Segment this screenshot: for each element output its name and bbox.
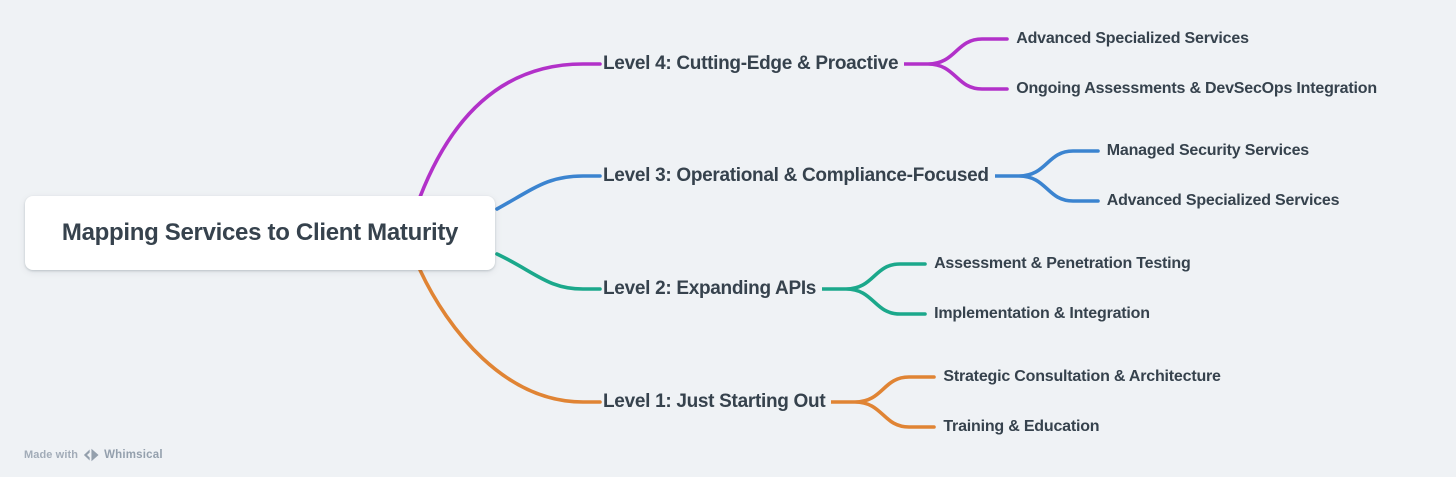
branch-level-2: Level 2: Expanding APIs Assessment & Pen…	[597, 252, 1191, 326]
child-node[interactable]: Implementation & Integration	[934, 305, 1150, 322]
connector-curve-level-2	[495, 252, 602, 291]
branch-children-level-4: Advanced Specialized Services Ongoing As…	[1016, 27, 1377, 101]
watermark[interactable]: Made with Whimsical	[24, 448, 163, 462]
fork-path	[904, 37, 1010, 91]
child-node[interactable]: Advanced Specialized Services	[1106, 192, 1340, 209]
fork-connector-level-1	[831, 375, 937, 429]
branch-children-level-1: Strategic Consultation & Architecture Tr…	[943, 365, 1221, 439]
watermark-made-with-label: Made with	[24, 449, 79, 461]
branch-level-1: Level 1: Just Starting Out Strategic Con…	[597, 365, 1221, 439]
branch-level-4: Level 4: Cutting-Edge & Proactive Advanc…	[597, 27, 1377, 101]
child-node[interactable]: Managed Security Services	[1106, 142, 1309, 159]
connector-curve-level-4	[418, 62, 602, 199]
child-node[interactable]: Advanced Specialized Services	[1016, 30, 1249, 47]
child-node[interactable]: Strategic Consultation & Architecture	[943, 368, 1221, 385]
child-node[interactable]: Assessment & Penetration Testing	[934, 255, 1191, 272]
whimsical-logo-icon	[83, 448, 99, 462]
watermark-brand-label: Whimsical	[104, 449, 163, 461]
fork-connector-level-2	[822, 262, 927, 316]
connector-curve-level-1	[418, 268, 602, 404]
fork-path	[831, 375, 937, 429]
child-node[interactable]: Ongoing Assessments & DevSecOps Integrat…	[1016, 80, 1377, 97]
connector-curve-level-3	[495, 174, 602, 211]
child-node[interactable]: Training & Education	[943, 418, 1100, 435]
branch-node-level-1[interactable]: Level 1: Just Starting Out	[603, 391, 826, 412]
branch-node-level-3[interactable]: Level 3: Operational & Compliance-Focuse…	[603, 165, 989, 186]
branch-children-level-3: Managed Security Services Advanced Speci…	[1107, 139, 1340, 213]
fork-connector-level-3	[994, 149, 1100, 203]
fork-path	[994, 149, 1100, 203]
branch-node-level-2[interactable]: Level 2: Expanding APIs	[603, 278, 817, 299]
root-node-label: Mapping Services to Client Maturity	[61, 219, 459, 246]
fork-connector-level-4	[904, 37, 1010, 91]
branch-level-3: Level 3: Operational & Compliance-Focuse…	[597, 139, 1339, 213]
fork-path	[822, 262, 927, 316]
branch-children-level-2: Assessment & Penetration Testing Impleme…	[934, 252, 1191, 326]
root-node[interactable]: Mapping Services to Client Maturity	[25, 196, 495, 270]
branch-node-level-4[interactable]: Level 4: Cutting-Edge & Proactive	[603, 53, 899, 74]
